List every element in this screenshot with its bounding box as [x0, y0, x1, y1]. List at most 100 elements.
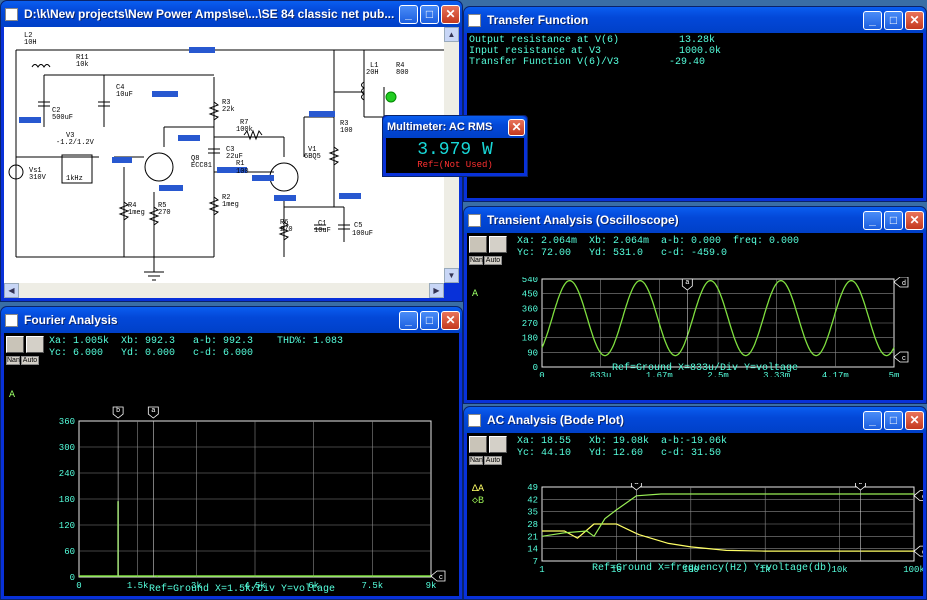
- x-tick-label: 0: [539, 371, 544, 377]
- label-r1: R1: [236, 160, 244, 168]
- auto-button[interactable]: Auto: [21, 356, 39, 365]
- label-r11: R11: [76, 54, 89, 62]
- transfer-titlebar[interactable]: Transfer Function _ □ ✕: [464, 7, 926, 33]
- y-tick-label: 60: [64, 547, 75, 557]
- y-tick-label: 0: [533, 363, 538, 373]
- label-l2: L2: [24, 32, 32, 40]
- reset-icon[interactable]: [489, 436, 507, 453]
- label-r4: R4: [128, 202, 136, 210]
- app-icon: [5, 313, 18, 327]
- label-c4v: 10uF: [116, 91, 133, 99]
- fourier-window[interactable]: Fourier Analysis _ □ ✕ Nan Auto Xa: 1.00…: [0, 306, 463, 600]
- scope-icon[interactable]: [469, 236, 487, 253]
- x-tick-label: 6k: [308, 581, 319, 591]
- label-v3: V3: [66, 132, 74, 140]
- label-r6v: 270: [280, 226, 293, 234]
- cursor-b: [112, 406, 124, 419]
- nan-button[interactable]: Nan: [469, 256, 483, 265]
- schematic-titlebar[interactable]: D:\k\New projects\New Power Amps\se\...\…: [1, 1, 462, 27]
- transient-readout: Xa: 2.064m Xb: 2.064m a-b: 0.000 freq: 0…: [517, 236, 800, 259]
- bode-footer: Ref=Ground X=frequency(Hz) Y=voltage(db): [592, 563, 833, 574]
- cursor-a-label: a: [634, 483, 638, 487]
- minimize-button[interactable]: _: [863, 10, 882, 30]
- fourier-body: Nan Auto Xa: 1.005k Xb: 992.3 a-b: 992.3…: [4, 333, 459, 596]
- label-c2: C2: [52, 107, 60, 115]
- transfer-output: Output resistance at V(6)13.28k Input re…: [467, 33, 923, 198]
- label-q8: Q8: [191, 155, 199, 163]
- multimeter-ref: Ref=(Not Used): [417, 160, 493, 170]
- maximize-button[interactable]: □: [420, 4, 439, 24]
- row-key: Transfer Function V(6)/V3: [469, 57, 620, 68]
- schematic-canvas[interactable]: L2 10H R11 10k C4 10uF C2 500uF V3 -1.2/…: [4, 27, 444, 283]
- bode-titlebar[interactable]: AC Analysis (Bode Plot) _ □ ✕: [464, 407, 926, 433]
- nan-button[interactable]: Nan: [6, 356, 20, 365]
- reset-icon[interactable]: [26, 336, 44, 353]
- close-button[interactable]: ✕: [905, 210, 924, 230]
- app-icon: [5, 7, 18, 21]
- horizontal-scrollbar[interactable]: ◀ ▶: [4, 283, 444, 298]
- cursor-b-label: b: [858, 483, 862, 487]
- bode-title: AC Analysis (Bode Plot): [487, 413, 624, 427]
- transfer-window[interactable]: Transfer Function _ □ ✕ Output resistanc…: [463, 6, 927, 202]
- cursor-c: [913, 490, 923, 502]
- x-tick-label: 0: [76, 581, 81, 591]
- auto-button[interactable]: Auto: [484, 256, 502, 265]
- y-tick-label: 28: [527, 520, 538, 530]
- cursor-b-label: b: [116, 407, 120, 415]
- label-c1v: 10uF: [314, 227, 331, 235]
- close-button[interactable]: ✕: [441, 4, 460, 24]
- cursor-a: [630, 483, 642, 491]
- maximize-button[interactable]: □: [884, 10, 903, 30]
- scroll-left-button[interactable]: ◀: [4, 283, 19, 298]
- maximize-button[interactable]: □: [884, 210, 903, 230]
- label-c5v: 100uF: [352, 230, 373, 238]
- cursor-c-label: c: [439, 574, 443, 582]
- scroll-down-button[interactable]: ▼: [444, 268, 459, 283]
- transfer-row: Output resistance at V(6)13.28k: [469, 35, 721, 46]
- cursor-c: [430, 570, 446, 582]
- minimize-button[interactable]: _: [399, 310, 418, 330]
- fourier-titlebar[interactable]: Fourier Analysis _ □ ✕: [1, 307, 462, 333]
- label-r5: R5: [158, 202, 166, 210]
- cursor-c-label: c: [902, 355, 906, 363]
- scroll-right-button[interactable]: ▶: [429, 283, 444, 298]
- label-c1: C1: [318, 220, 326, 228]
- reset-icon[interactable]: [489, 236, 507, 253]
- label-r3v: 22k: [222, 106, 235, 114]
- nan-button[interactable]: Nan: [469, 456, 483, 465]
- voltage-trace: [541, 280, 895, 357]
- multimeter-value: 3.979 W: [417, 140, 493, 160]
- x-tick-label: 10: [611, 565, 622, 575]
- cursor-a-label: a: [685, 279, 689, 287]
- minimize-button[interactable]: _: [863, 410, 882, 430]
- minimize-button[interactable]: _: [863, 210, 882, 230]
- label-v3v: -1.2/1.2V: [56, 139, 95, 147]
- maximize-button[interactable]: □: [420, 310, 439, 330]
- label-c5: C5: [354, 222, 362, 230]
- multimeter-window[interactable]: Multimeter: AC RMS ✕ 3.979 W Ref=(Not Us…: [382, 115, 528, 177]
- maximize-button[interactable]: □: [884, 410, 903, 430]
- label-r2v: 1meg: [222, 201, 239, 209]
- minimize-button[interactable]: _: [399, 4, 418, 24]
- close-button[interactable]: ✕: [905, 10, 924, 30]
- label-l1v: 20H: [366, 69, 379, 77]
- y-tick-label: 120: [59, 521, 75, 531]
- transfer-row: Transfer Function V(6)/V3-29.40: [469, 57, 721, 68]
- multimeter-titlebar[interactable]: Multimeter: AC RMS ✕: [383, 116, 527, 138]
- close-button[interactable]: ✕: [508, 118, 525, 136]
- bode-window[interactable]: AC Analysis (Bode Plot) _ □ ✕ Nan Auto X…: [463, 406, 927, 600]
- transient-window[interactable]: Transient Analysis (Oscilloscope) _ □ ✕ …: [463, 206, 927, 404]
- transient-titlebar[interactable]: Transient Analysis (Oscilloscope) _ □ ✕: [464, 207, 926, 233]
- scope-icon[interactable]: [469, 436, 487, 453]
- scope-icon[interactable]: [6, 336, 24, 353]
- label-c4: C4: [116, 84, 124, 92]
- close-button[interactable]: ✕: [905, 410, 924, 430]
- close-button[interactable]: ✕: [441, 310, 460, 330]
- auto-button[interactable]: Auto: [484, 456, 502, 465]
- cursor-d: [893, 277, 909, 288]
- label-v1: V1: [308, 146, 316, 154]
- y-tick-label: 21: [527, 532, 538, 542]
- y-tick-label: 240: [59, 469, 75, 479]
- transient-title: Transient Analysis (Oscilloscope): [487, 213, 679, 227]
- scroll-up-button[interactable]: ▲: [444, 27, 459, 42]
